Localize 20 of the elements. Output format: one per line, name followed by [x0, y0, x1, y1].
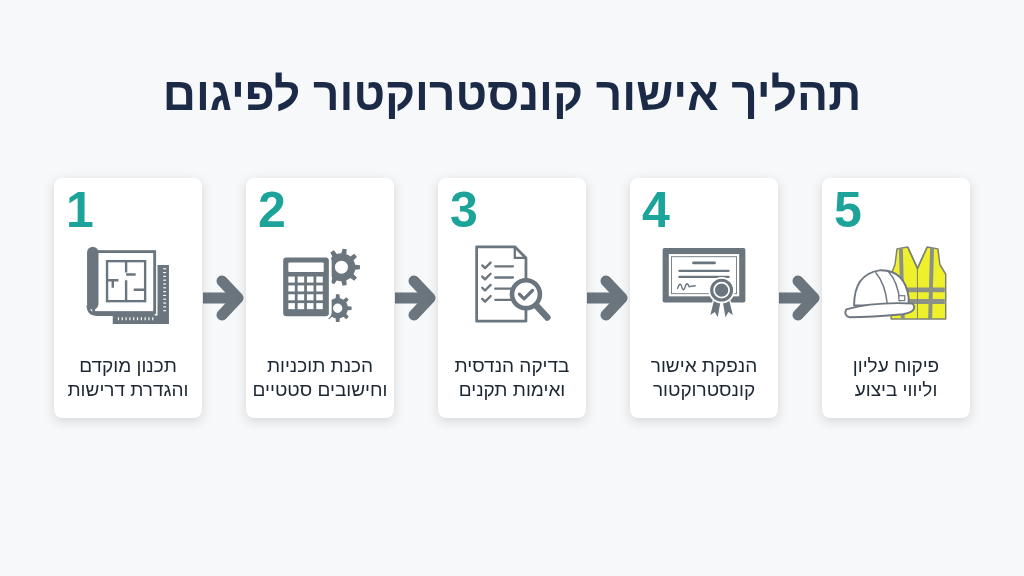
- step-label: פיקוח עליון וליווי ביצוע: [851, 354, 941, 402]
- step-card: [438, 178, 586, 418]
- step-number: 4: [642, 190, 670, 230]
- step-number: 3: [450, 190, 478, 230]
- step-card: [822, 178, 970, 418]
- step-label: תכנון מוקדם והגדרת דרישות: [66, 354, 190, 402]
- step-number: 1: [66, 190, 94, 230]
- step-number: 2: [258, 190, 286, 230]
- arrow: [203, 275, 244, 321]
- step-number: 5: [834, 190, 862, 230]
- arrow: [395, 275, 436, 321]
- arrow: [587, 275, 628, 321]
- step-label: הנפקת אישור קונסטרוקטור: [649, 354, 759, 402]
- arrow: [779, 275, 820, 321]
- step-card: [246, 178, 394, 418]
- step-card: [54, 178, 202, 418]
- step-card: [630, 178, 778, 418]
- step-label: הכנת תוכניות וחישובים סטטיים: [251, 354, 389, 402]
- title: תהליך אישור קונסטרוקטור לפיגום: [162, 67, 862, 122]
- step-label: בדיקה הנדסית ואימות תקנים: [453, 354, 571, 402]
